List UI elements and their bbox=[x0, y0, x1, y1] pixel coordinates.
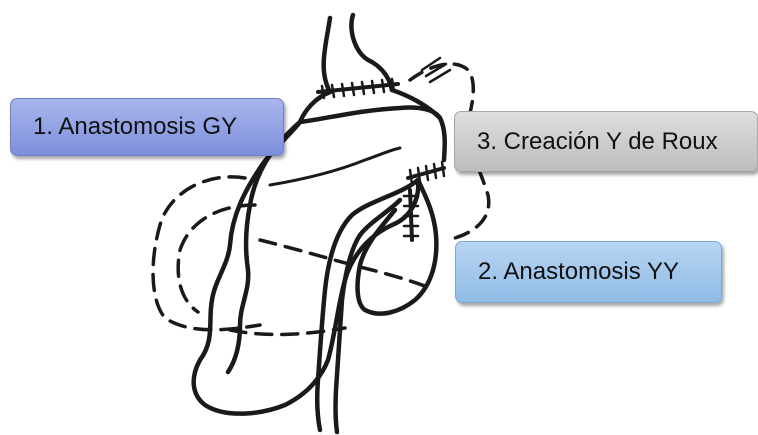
staple-line-yy bbox=[404, 162, 444, 240]
remnant-lower-dashed bbox=[230, 328, 345, 334]
label-roux-y-creation: 3. Creación Y de Roux bbox=[454, 111, 758, 172]
roux-limb bbox=[194, 122, 419, 414]
staple-line-gy bbox=[318, 58, 450, 98]
label-anastomosis-gy: 1. Anastomosis GY bbox=[10, 98, 284, 156]
gastric-pouch bbox=[262, 90, 445, 165]
label-roux-y-creation-text: 3. Creación Y de Roux bbox=[477, 128, 718, 156]
label-anastomosis-gy-text: 1. Anastomosis GY bbox=[33, 113, 237, 141]
label-anastomosis-yy-text: 2. Anastomosis YY bbox=[478, 258, 679, 286]
mesentery-line bbox=[270, 148, 400, 185]
biliopancreatic-limb bbox=[317, 180, 436, 432]
label-anastomosis-yy: 2. Anastomosis YY bbox=[455, 241, 722, 303]
